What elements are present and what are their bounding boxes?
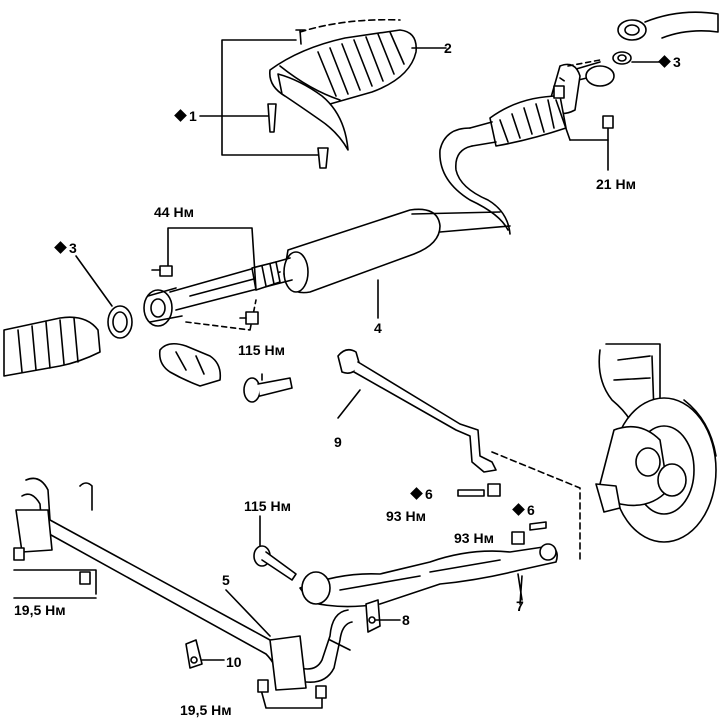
front-exhaust-pipe (439, 11, 719, 235)
bracket-10 (185, 639, 203, 669)
center-muffler (143, 208, 511, 331)
label-part-7: 7 (516, 598, 524, 614)
black-diamond-icon (658, 55, 671, 68)
label-torque-115-bottom: 115 Нм (244, 498, 291, 514)
label-torque-21: 21 Нм (596, 176, 636, 192)
bolt-115-top (243, 373, 293, 403)
bolt-115-bottom (253, 515, 297, 581)
label-part-10: 10 (226, 654, 242, 670)
gasket-left (75, 255, 133, 339)
label-torque-93-right: 93 Нм (454, 530, 494, 546)
black-diamond-icon (54, 241, 67, 254)
stabilizer-bar (13, 477, 353, 709)
bolts-44 (151, 227, 259, 325)
heat-shield (268, 18, 417, 151)
lateral-rod (337, 348, 581, 561)
label-part-1: 1 (174, 108, 197, 124)
label-torque-19-5-left: 19,5 Нм (14, 602, 66, 618)
label-part-6-right: 6 (512, 502, 535, 518)
label-part-5: 5 (222, 572, 230, 588)
label-torque-93-left: 93 Нм (386, 508, 426, 524)
black-diamond-icon (174, 109, 187, 122)
black-diamond-icon (410, 487, 423, 500)
label-part-2: 2 (444, 40, 452, 56)
bolt-nut-93-right (511, 521, 547, 545)
label-part-3-right: 3 (658, 54, 681, 70)
label-part-9: 9 (334, 434, 342, 450)
label-torque-115-top: 115 Нм (238, 342, 285, 358)
knuckle-disc (595, 343, 717, 543)
label-torque-44: 44 Нм (154, 204, 194, 220)
bracket-8 (365, 599, 381, 633)
label-leaders (201, 47, 661, 661)
black-diamond-icon (512, 503, 525, 516)
label-torque-19-5-bottom: 19,5 Нм (180, 702, 232, 718)
bolt-nut-93-left (457, 483, 501, 497)
hanger-bracket (158, 342, 222, 387)
label-part-3-left: 3 (54, 240, 77, 256)
label-part-4: 4 (374, 320, 382, 336)
left-converter (3, 316, 101, 377)
label-1-leaders (199, 39, 329, 169)
label-part-6-left: 6 (410, 486, 433, 502)
label-part-8: 8 (402, 612, 410, 628)
